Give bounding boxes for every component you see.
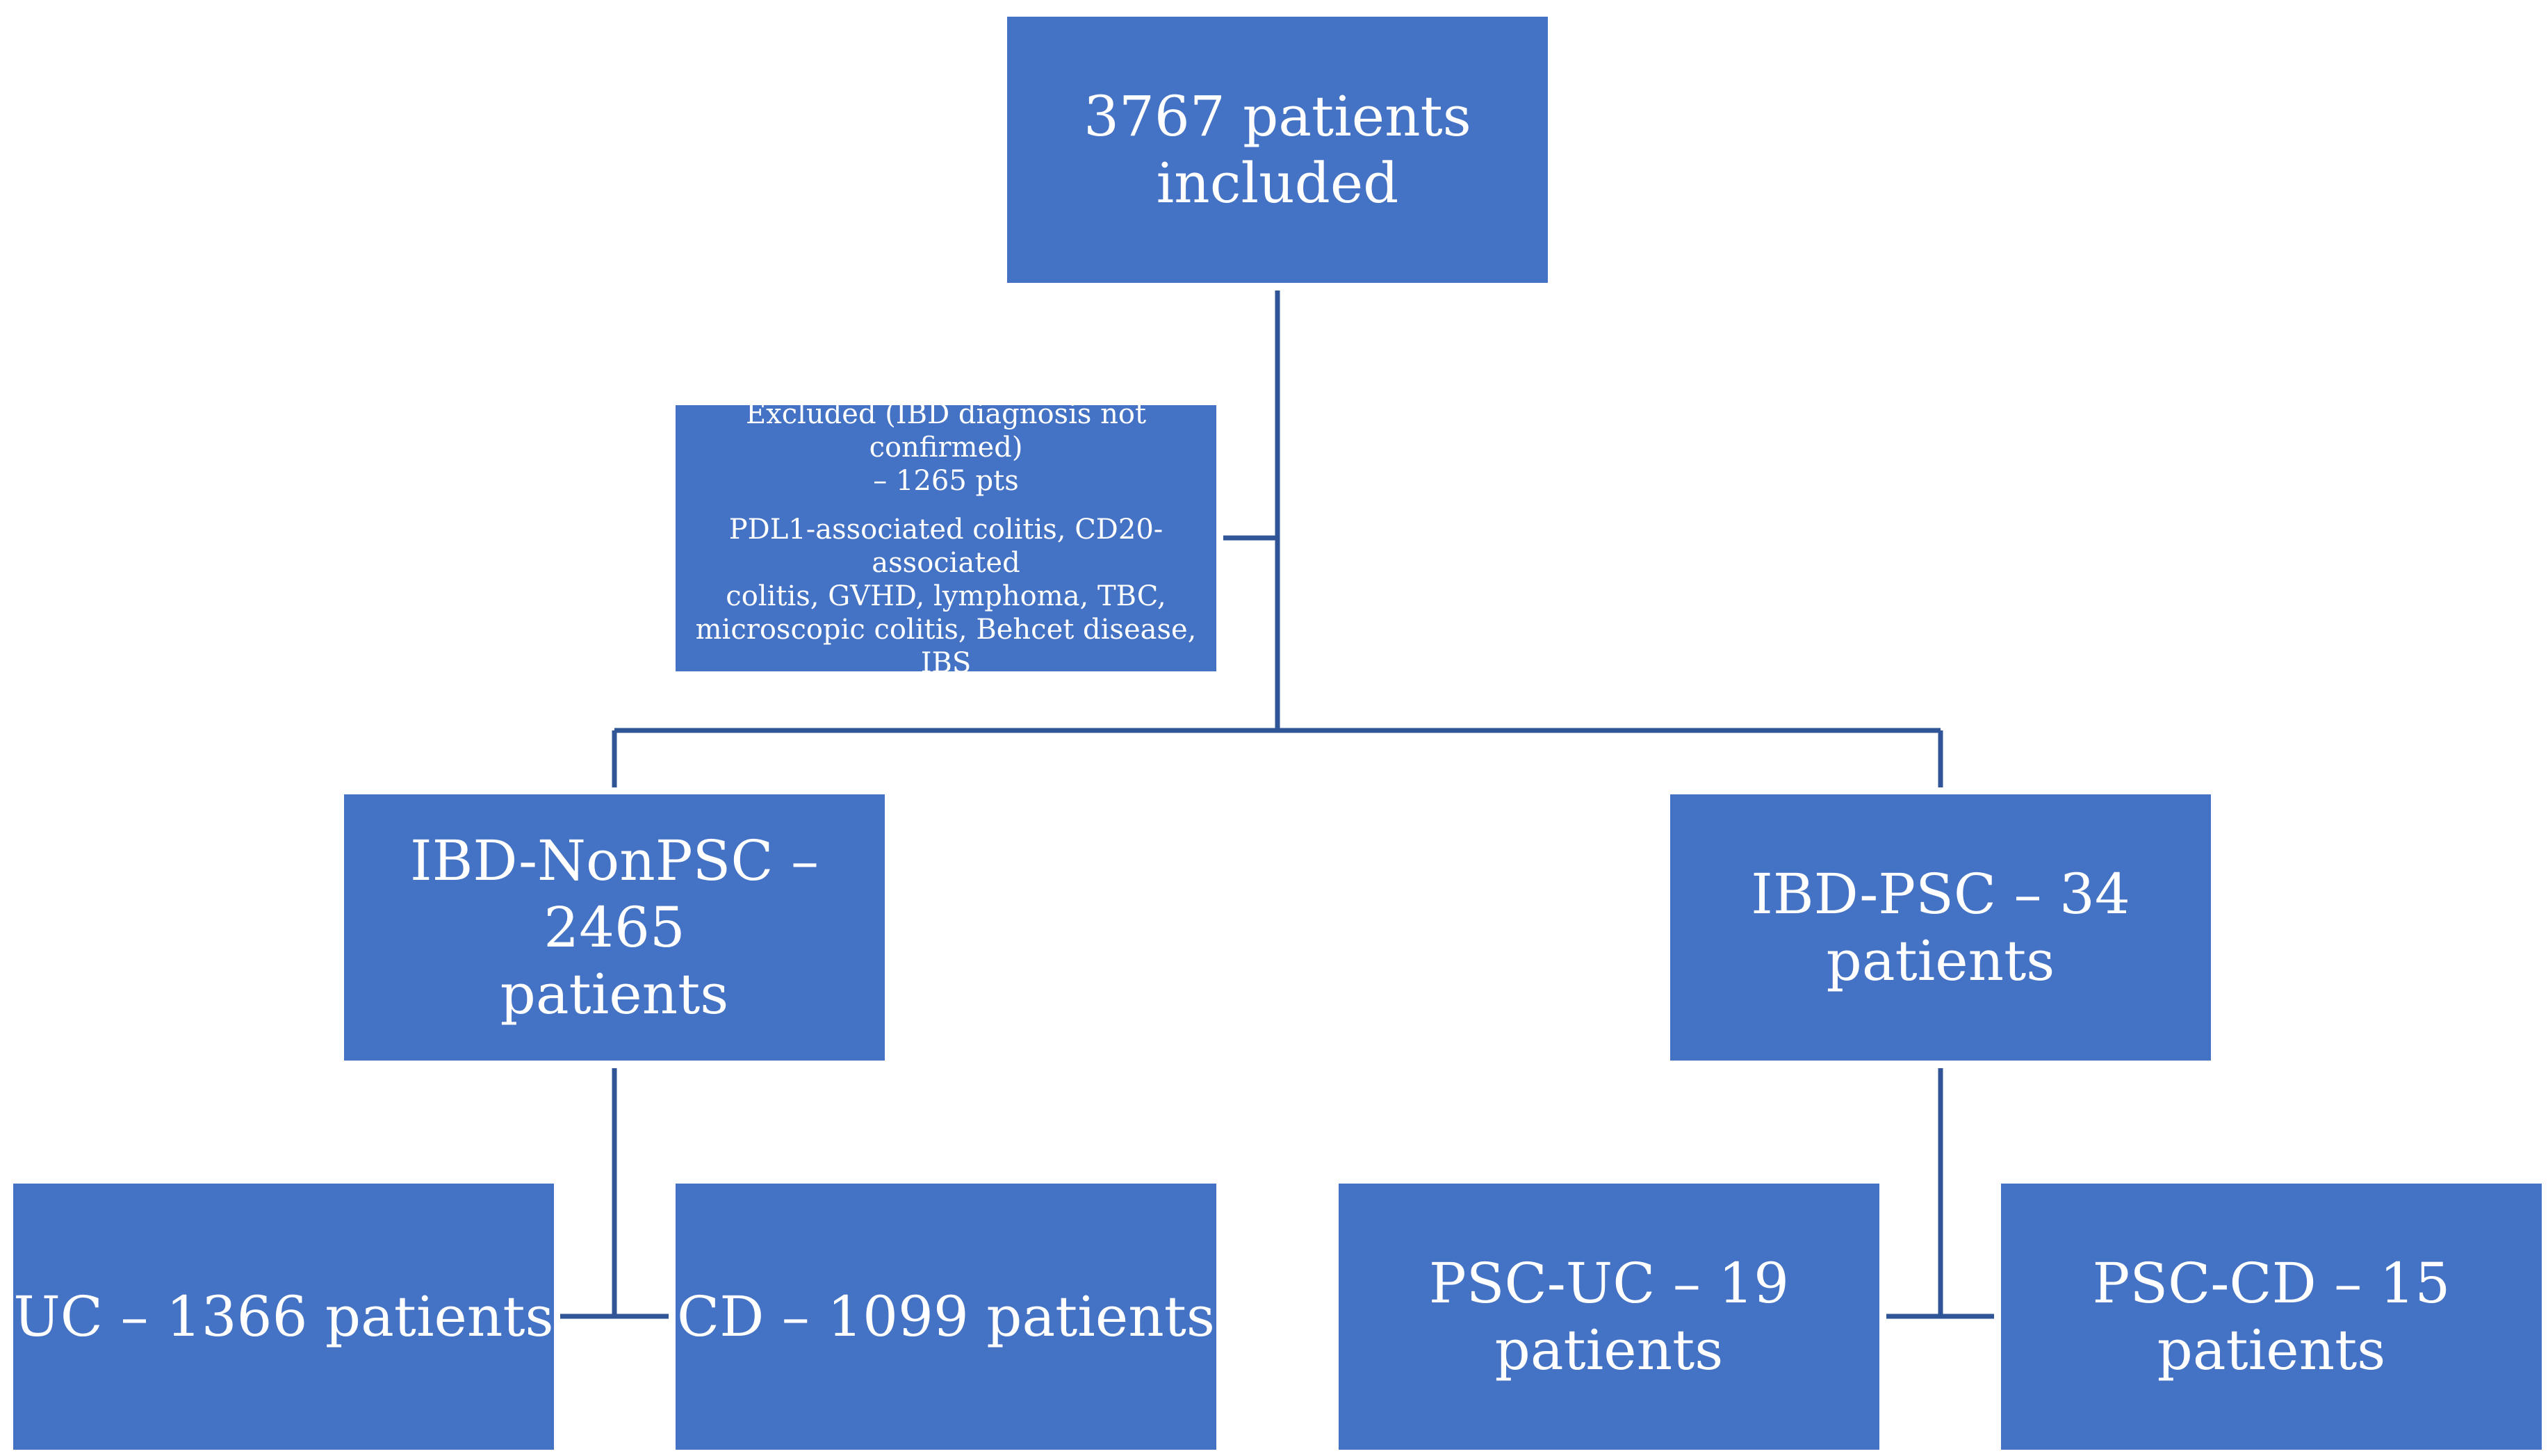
ibd-psc-label: IBD-PSC – 34 patients (1751, 861, 2130, 993)
total-patients-box: 3767 patients included (1007, 17, 1548, 283)
psc-uc-box: PSC-UC – 19 patients (1339, 1184, 1879, 1450)
psc-cd-label: PSC-CD – 15 patients (2092, 1250, 2451, 1382)
psc-uc-label: PSC-UC – 19 patients (1428, 1250, 1790, 1382)
ibd-nonpsc-box: IBD-NonPSC – 2465 patients (344, 794, 885, 1061)
uc-box: UC – 1366 patients (13, 1184, 554, 1450)
cd-box: CD – 1099 patients (676, 1184, 1216, 1450)
cd-label: CD – 1099 patients (677, 1284, 1215, 1349)
uc-label: UC – 1366 patients (13, 1284, 554, 1349)
total-patients-label: 3767 patients included (1084, 83, 1471, 215)
excluded-box: Excluded (IBD diagnosis not confirmed) –… (676, 398, 1216, 679)
ibd-nonpsc-label: IBD-NonPSC – 2465 patients (409, 828, 819, 1026)
excluded-detail: PDL1-associated colitis, CD20-associated… (695, 513, 1197, 679)
psc-cd-box: PSC-CD – 15 patients (2001, 1184, 2542, 1450)
ibd-psc-box: IBD-PSC – 34 patients (1670, 794, 2211, 1061)
excluded-heading: Excluded (IBD diagnosis not confirmed) –… (745, 398, 1147, 497)
